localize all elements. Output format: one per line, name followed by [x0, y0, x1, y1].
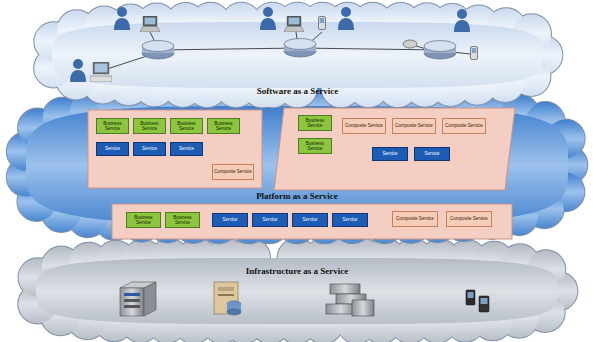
layer-title: Software as a Service [30, 86, 565, 97]
service-box: Business Service [165, 212, 200, 228]
service-box: Business Service [207, 118, 240, 134]
service-label: Composite Service [345, 123, 383, 128]
service-box: Service [133, 142, 166, 156]
service-label: Business Service [300, 141, 330, 151]
service-label: Composite Service [395, 123, 433, 128]
server-stack [326, 284, 374, 316]
cloud-layer: Platform as a ServiceBusiness ServiceBus… [4, 84, 590, 246]
service-box: Service [414, 147, 450, 161]
service-label: Composite Service [396, 216, 434, 221]
layer-title: Infrastructure as a Service [14, 266, 580, 277]
service-label: Service [424, 151, 439, 156]
service-box: Service [372, 147, 408, 161]
service-box: Business Service [298, 115, 332, 131]
service-label: Composite Service [450, 216, 488, 221]
cloud-outline [14, 236, 580, 342]
service-label: Service [105, 146, 120, 151]
service-box: Service [96, 142, 129, 156]
service-label: Business Service [98, 121, 127, 131]
service-label: Service [142, 146, 157, 151]
cloud-layer: Infrastructure as a Service [14, 236, 580, 342]
service-box: Service [332, 213, 368, 227]
service-label: Business Service [128, 215, 159, 225]
service-label: Business Service [300, 118, 330, 128]
service-box: Business Service [126, 212, 161, 228]
service-box: Composite Service [212, 164, 254, 180]
service-box: Service [212, 213, 248, 227]
service-box: Composite Service [392, 118, 436, 134]
service-box: Business Service [298, 138, 332, 154]
service-label: Service [262, 217, 277, 222]
service-label: Composite Service [445, 123, 483, 128]
handheld-devices [466, 290, 489, 312]
service-label: Service [382, 151, 397, 156]
service-box: Composite Service [342, 118, 386, 134]
rack-server [120, 282, 156, 316]
layer-title: Platform as a Service [4, 191, 590, 202]
service-box: Business Service [96, 118, 129, 134]
service-box: Composite Service [392, 211, 438, 227]
service-box: Composite Service [442, 118, 486, 134]
service-label: Business Service [167, 215, 198, 225]
service-box: Composite Service [446, 211, 492, 227]
service-box: Service [252, 213, 288, 227]
service-box: Business Service [133, 118, 166, 134]
service-label: Business Service [135, 121, 164, 131]
service-label: Service [302, 217, 317, 222]
service-box: Service [170, 142, 203, 156]
service-label: Business Service [209, 121, 238, 131]
cloud-layer: Software as a Service [30, 0, 565, 110]
service-label: Composite Service [214, 169, 252, 174]
service-label: Service [342, 217, 357, 222]
service-label: Business Service [172, 121, 201, 131]
service-box: Service [292, 213, 328, 227]
service-label: Service [222, 217, 237, 222]
tower-server [214, 282, 241, 315]
service-label: Service [179, 146, 194, 151]
service-box: Business Service [170, 118, 203, 134]
